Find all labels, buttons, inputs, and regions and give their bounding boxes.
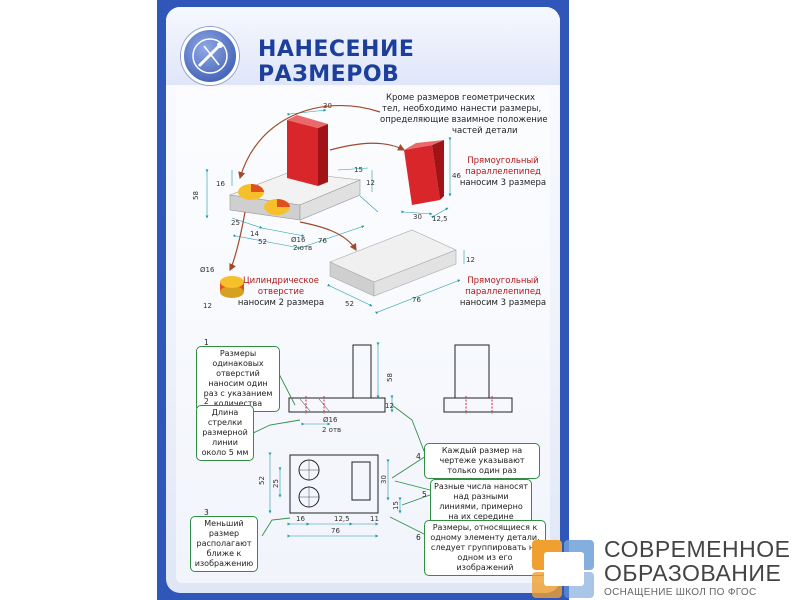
brand-mark-icon (532, 540, 594, 598)
rule-6-number: 6 (416, 533, 421, 542)
iso-upright-side (318, 124, 328, 186)
dim-iso-58: 58 (192, 191, 200, 200)
dim-box1-30: 30 (413, 213, 422, 221)
rule-2-note: Длина стрелки размерной линии около 5 мм (196, 405, 254, 461)
brand-line-2: ОБРАЗОВАНИЕ (604, 560, 782, 586)
dim-iso-15: 15 (354, 166, 363, 174)
svg-text:Кроме размеров геометрических: Кроме размеров геометрических (386, 93, 535, 103)
rule-6-note: Размеры, относящиеся к одному элементу д… (424, 520, 546, 576)
dim-box2-52: 52 (345, 300, 354, 308)
page-title: НАНЕСЕНИЕ РАЗМЕРОВ (258, 37, 415, 87)
rule-3-number: 3 (204, 508, 209, 517)
svg-text:тел, необходимо нанести размер: тел, необходимо нанести размеры, (382, 104, 541, 114)
iso-hole-cylinder: Ø16 12 (200, 266, 244, 310)
dim-front-2otv: 2 отв (322, 426, 341, 434)
dim-iso-25: 25 (231, 219, 240, 227)
dim-iso-14: 14 (250, 230, 259, 238)
rule-5-note: Разные числа наносят над разными линиями… (430, 479, 532, 525)
rule-4-number: 4 (416, 452, 421, 461)
dim-top-11: 11 (370, 515, 379, 523)
intro-text: Кроме размеров геометрических тел, необх… (380, 93, 548, 136)
dim-iso-2otv: 2 отв (293, 244, 312, 252)
dim-box1-46: 46 (452, 172, 461, 180)
dim-hole-d16: Ø16 (200, 266, 215, 274)
dim-hole-12: 12 (203, 302, 212, 310)
dim-front-58: 58 (386, 373, 394, 382)
drafting-compass-icon (181, 27, 239, 85)
box1-label: Прямоугольный параллелепипед наносим 3 р… (459, 156, 547, 188)
top-view (289, 454, 379, 514)
svg-text:частей детали: частей детали (452, 126, 518, 136)
dim-box2-12: 12 (466, 256, 475, 264)
poster-header: НАНЕСЕНИЕ РАЗМЕРОВ (166, 7, 560, 87)
dim-iso-76: 76 (318, 237, 327, 245)
dim-iso-12: 12 (366, 179, 375, 187)
box2-label: Прямоугольный параллелепипед наносим 3 р… (459, 276, 547, 308)
dim-box2-76: 76 (412, 296, 421, 304)
dim-front-12: 12 (385, 402, 394, 410)
rule-4-note: Каждый размер на чертеже указывают тольк… (424, 443, 540, 479)
iso-upright-top (287, 115, 328, 128)
dim-box1-12-5: 12,5 (432, 215, 448, 223)
side-view (443, 344, 513, 414)
dim-top-15: 15 (392, 501, 400, 510)
rule-1-number: 1 (204, 338, 209, 347)
brand-logo: СОВРЕМЕННОЕ ОБРАЗОВАНИЕ ОСНАЩЕНИЕ ШКОЛ П… (528, 536, 800, 600)
dim-iso-d16: Ø16 (291, 236, 306, 244)
dim-top-25: 25 (272, 479, 280, 488)
iso-box-1: 46 30 12,5 (401, 137, 461, 223)
rule-5-number: 5 (422, 490, 427, 499)
iso-upright-front (287, 120, 318, 186)
iso-part: 30 58 16 15 12 25 14 52 76 Ø16 2 отв (192, 102, 406, 272)
brand-line-1: СОВРЕМЕННОЕ (604, 536, 791, 562)
rule-3-note: Меньший размер располагают ближе к изобр… (190, 516, 258, 572)
dim-top-30: 30 (380, 475, 388, 484)
dim-top-12-5: 12,5 (334, 515, 350, 523)
brand-tagline: ОСНАЩЕНИЕ ШКОЛ ПО ФГОС (604, 587, 757, 598)
hole-label: Цилиндрическое отверстие наносим 2 разме… (237, 276, 325, 308)
dim-iso-16: 16 (216, 180, 225, 188)
rule-1-note: Размеры одинаковых отверстий наносим оди… (196, 346, 280, 412)
dim-iso-52: 52 (258, 238, 267, 246)
dim-top-16: 16 (296, 515, 305, 523)
dim-top-52: 52 (258, 476, 266, 485)
rule-2-number: 2 (204, 397, 209, 406)
iso-base-side (299, 179, 361, 221)
dim-top-76: 76 (331, 527, 340, 535)
svg-text:определяющие взаимное положени: определяющие взаимное положение (380, 115, 548, 125)
front-view (288, 344, 386, 414)
iso-box-2: 52 76 12 (327, 229, 475, 315)
dim-front-d16: Ø16 (323, 416, 338, 424)
